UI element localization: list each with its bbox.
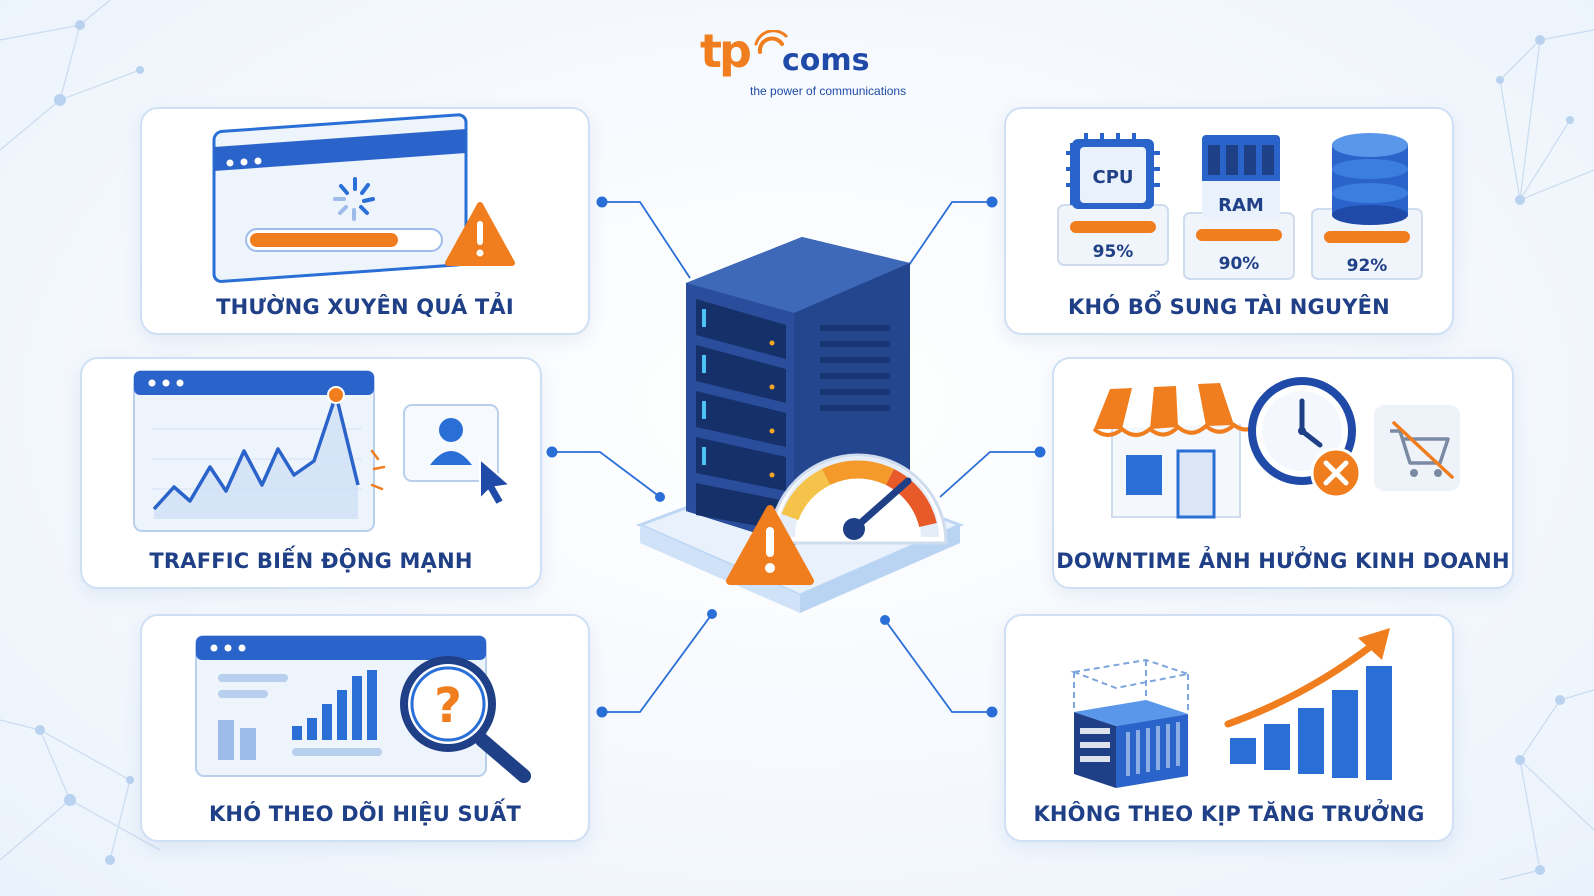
cpu-chip-icon: CPU 95% [1057,133,1169,266]
card-downtime: DOWNTIME ẢNH HƯỞNG KINH DOANH [1052,357,1514,589]
browser-window-icon [212,113,515,283]
card-title-downtime: DOWNTIME ẢNH HƯỞNG KINH DOANH [1056,549,1510,573]
ram-label: RAM [1218,195,1264,216]
svg-text:?: ? [434,678,462,734]
tpcoms-logo: tp coms the power of communications [700,24,906,108]
user-icon [430,418,472,465]
signal-arc-icon [754,30,788,54]
growth-arrow-icon [1224,628,1392,780]
speedometer-icon [768,453,948,545]
logo-coms: coms [782,43,870,78]
card-resources: CPU 95% RAM 90% 92% KHÓ BỔ SUNG TÀI NG [1004,107,1454,335]
cart-disabled-icon [1374,405,1460,491]
magnifier-question-icon: ? [400,656,531,783]
server-rack-icon [636,237,964,613]
cursor-icon [479,456,513,507]
card-title-traffic: TRAFFIC BIẾN ĐỘNG MẠNH [149,549,473,573]
ram-value: 90% [1219,254,1260,274]
card-monitoring: ? KHÓ THEO DÕI HIỆU SUẤT [140,614,590,842]
database-icon: 92% [1311,133,1423,280]
cpu-label: CPU [1092,167,1133,188]
card-overload: THƯỜNG XUYÊN QUÁ TẢI [140,107,590,335]
dashboard-icon: ? [195,635,531,783]
cpu-value: 95% [1093,242,1134,262]
loading-spinner-icon [333,177,375,221]
connector-lines [552,201,1040,713]
warning-icon [726,505,814,585]
card-title-overload: THƯỜNG XUYÊN QUÁ TẢI [216,295,514,319]
logo-tp: tp [700,24,752,78]
card-title-resources: KHÓ BỔ SUNG TÀI NGUYÊN [1068,295,1390,319]
error-x-icon [1310,447,1362,499]
logo-tagline: the power of communications [750,84,907,98]
store-icon [1092,381,1262,519]
card-growth: KHÔNG THEO KỊP TĂNG TRƯỞNG [1004,614,1454,842]
ram-module-icon: RAM 90% [1183,135,1295,280]
card-title-growth: KHÔNG THEO KỊP TĂNG TRƯỞNG [1033,802,1425,826]
warning-icon [445,202,515,266]
server-box-icon [1070,658,1192,788]
traffic-chart-icon [133,370,513,532]
storage-value: 92% [1347,256,1388,276]
card-title-monitoring: KHÓ THEO DÕI HIỆU SUẤT [208,802,522,826]
card-traffic: TRAFFIC BIẾN ĐỘNG MẠNH [80,357,542,589]
